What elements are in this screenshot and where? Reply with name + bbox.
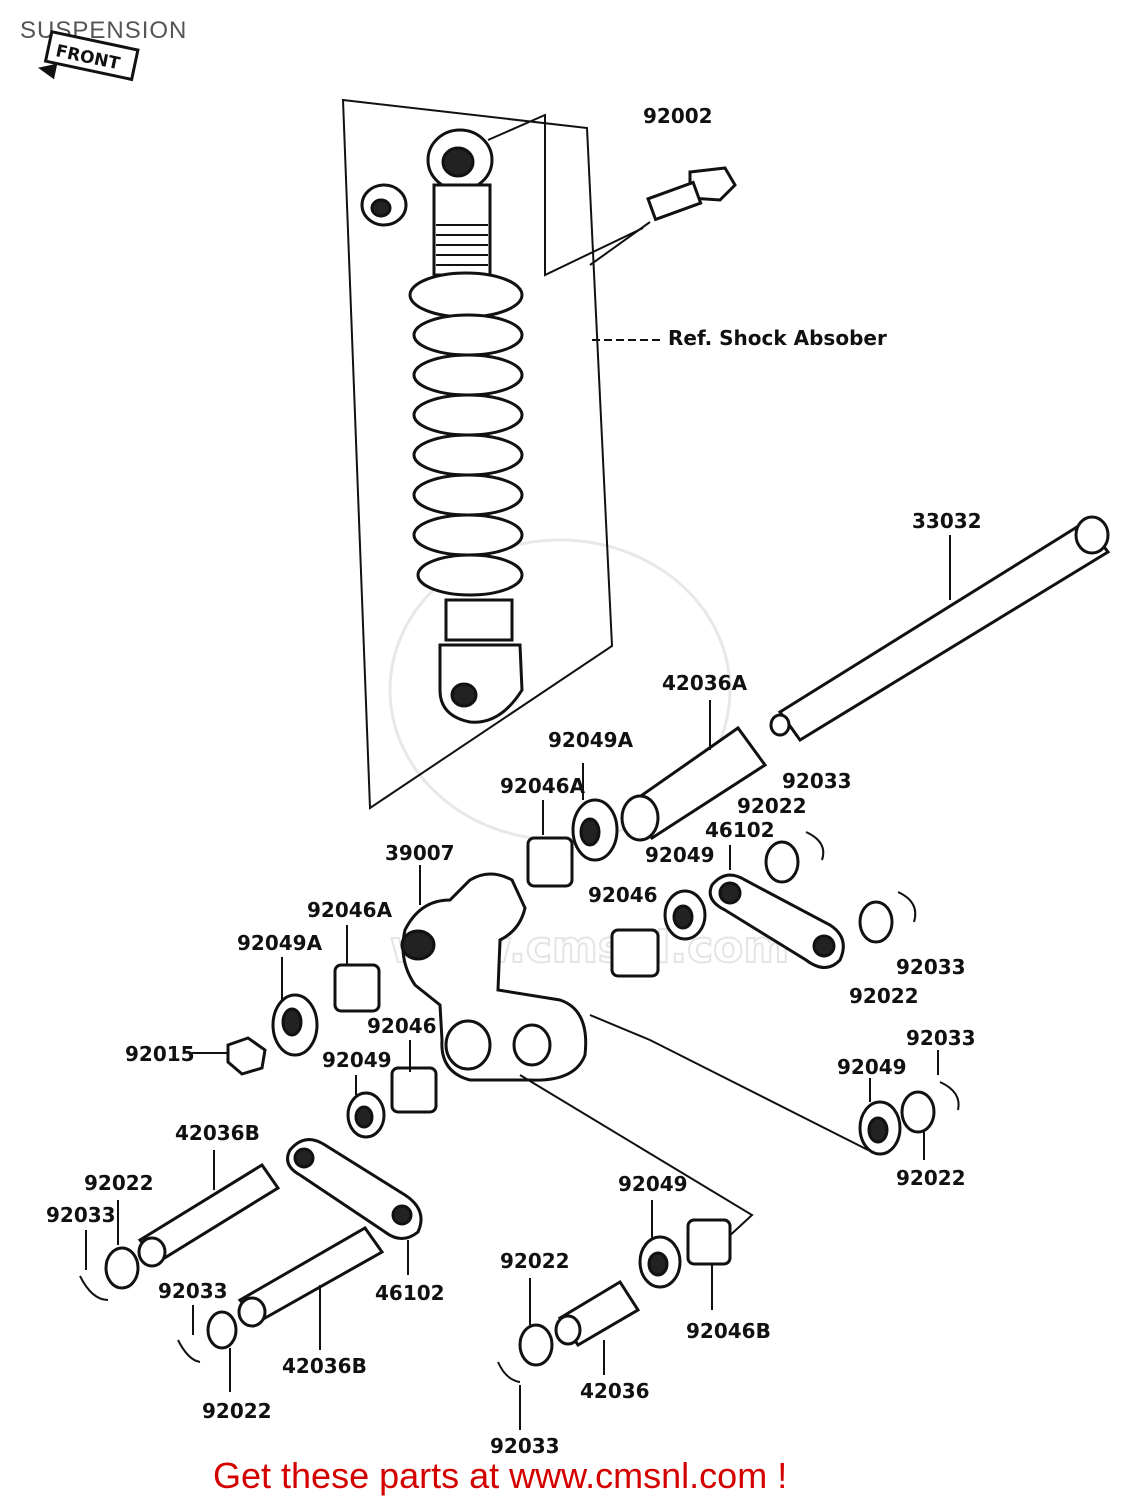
label-92022-a: 92022 — [737, 794, 807, 818]
label-42036B-left: 42036B — [175, 1121, 260, 1145]
label-92033-e: 92033 — [158, 1279, 228, 1303]
label-92033-a: 92033 — [782, 769, 852, 793]
label-46102-top: 46102 — [705, 818, 775, 842]
label-92033-b: 92033 — [896, 955, 966, 979]
tie-rod-46102-upper — [610, 845, 917, 978]
lower-middle-assembly — [497, 1200, 732, 1430]
left-bushings — [192, 925, 438, 1139]
label-46102-bottom: 46102 — [375, 1281, 445, 1305]
label-92046A-left: 92046A — [307, 898, 393, 922]
label-92022-d: 92022 — [84, 1171, 154, 1195]
callout-labels: 92002 Ref. Shock Absober 33032 42036A 92… — [46, 104, 982, 1458]
upper-bushings — [526, 763, 825, 888]
label-92015: 92015 — [125, 1042, 195, 1066]
label-92049-d: 92049 — [618, 1172, 688, 1196]
label-92046-b: 92046 — [367, 1014, 437, 1038]
label-42036A: 42036A — [662, 671, 748, 695]
label-92049-b: 92049 — [322, 1048, 392, 1072]
label-42036B-bottom: 42036B — [282, 1354, 367, 1378]
label-92049A-left: 92049A — [237, 931, 323, 955]
label-92049-a: 92049 — [645, 843, 715, 867]
shock-absorber-group — [341, 98, 737, 810]
right-lower-bearings — [858, 1050, 960, 1160]
label-92046B: 92046B — [686, 1319, 771, 1343]
bolt-92002 — [589, 166, 737, 266]
label-92022-f: 92022 — [500, 1249, 570, 1273]
sleeve-42036A — [620, 700, 768, 842]
front-direction-badge: FRONT — [38, 29, 140, 82]
label-92046-a: 92046 — [588, 883, 658, 907]
label-ref-shock-absorber: Ref. Shock Absober — [668, 326, 887, 350]
label-92022-c: 92022 — [896, 1166, 966, 1190]
label-92049A-top: 92049A — [548, 728, 634, 752]
label-33032: 33032 — [912, 509, 982, 533]
rocker-arm-39007 — [400, 865, 869, 1241]
label-92002: 92002 — [643, 104, 713, 128]
footer-parts-link[interactable]: Get these parts at www.cmsnl.com ! — [213, 1455, 787, 1496]
label-92046A-top: 92046A — [500, 774, 586, 798]
label-92033-f: 92033 — [490, 1434, 560, 1458]
lower-left-assembly — [79, 1138, 423, 1392]
label-39007: 39007 — [385, 841, 455, 865]
label-92022-b: 92022 — [849, 984, 919, 1008]
label-92033-c: 92033 — [906, 1026, 976, 1050]
label-42036: 42036 — [580, 1379, 650, 1403]
label-92022-e: 92022 — [202, 1399, 272, 1423]
page-title: SUSPENSION — [20, 17, 187, 44]
axle-33032 — [769, 515, 1111, 743]
label-92033-d: 92033 — [46, 1203, 116, 1227]
label-92049-c: 92049 — [837, 1055, 907, 1079]
